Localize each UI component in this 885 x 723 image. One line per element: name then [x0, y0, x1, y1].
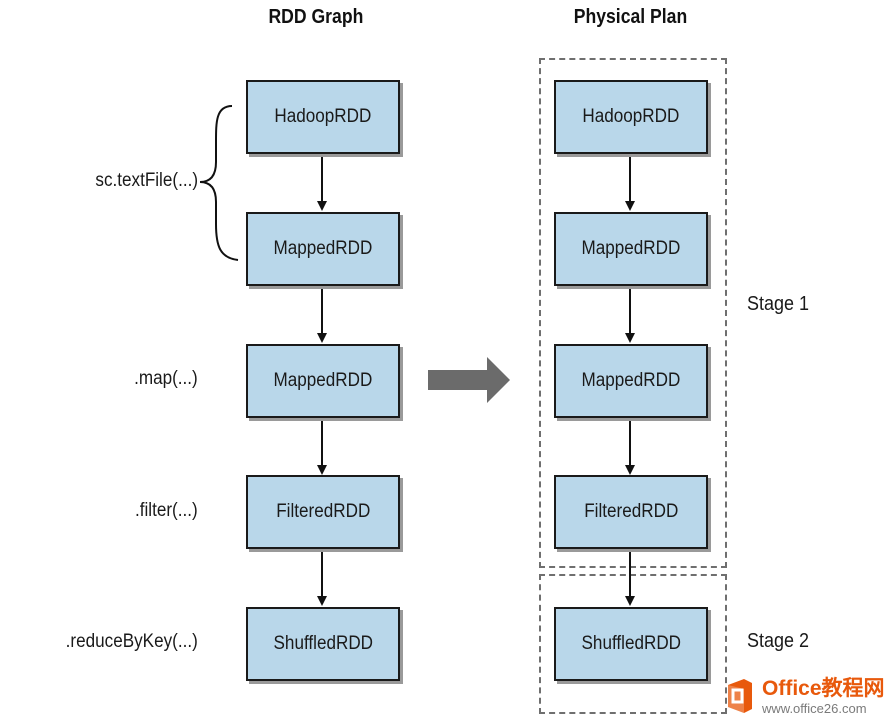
rdd-node-mapped-1: MappedRDD — [246, 212, 400, 286]
right-arrow-icon — [428, 357, 510, 403]
op-label-map: .map(...) — [134, 368, 198, 389]
curly-brace-icon — [199, 105, 239, 261]
watermark-url: www.office26.com — [762, 700, 867, 716]
op-label-text-file: sc.textFile(...) — [95, 170, 198, 191]
op-label-reduce-by-key: .reduceByKey(...) — [65, 631, 198, 652]
rdd-node-filtered: FilteredRDD — [246, 475, 400, 549]
watermark-brand: Office教程网 — [762, 676, 885, 700]
physical-plan-title: Physical Plan — [573, 6, 688, 28]
plan-node-filtered: FilteredRDD — [554, 475, 708, 549]
watermark: Office教程网 www.office26.com — [722, 672, 885, 720]
plan-node-mapped-1: MappedRDD — [554, 212, 708, 286]
op-label-filter: .filter(...) — [135, 500, 198, 521]
plan-node-hadoop: HadoopRDD — [554, 80, 708, 154]
stage-2-box — [539, 574, 727, 714]
stage-1-label: Stage 1 — [747, 293, 810, 315]
office-logo-icon — [722, 677, 756, 715]
rdd-graph-title: RDD Graph — [268, 6, 364, 28]
rdd-node-shuffled: ShuffledRDD — [246, 607, 400, 681]
stage-1-box — [539, 58, 727, 568]
stage-2-label: Stage 2 — [747, 630, 810, 652]
plan-node-shuffled: ShuffledRDD — [554, 607, 708, 681]
plan-node-mapped-2: MappedRDD — [554, 344, 708, 418]
rdd-node-mapped-2: MappedRDD — [246, 344, 400, 418]
rdd-node-hadoop: HadoopRDD — [246, 80, 400, 154]
